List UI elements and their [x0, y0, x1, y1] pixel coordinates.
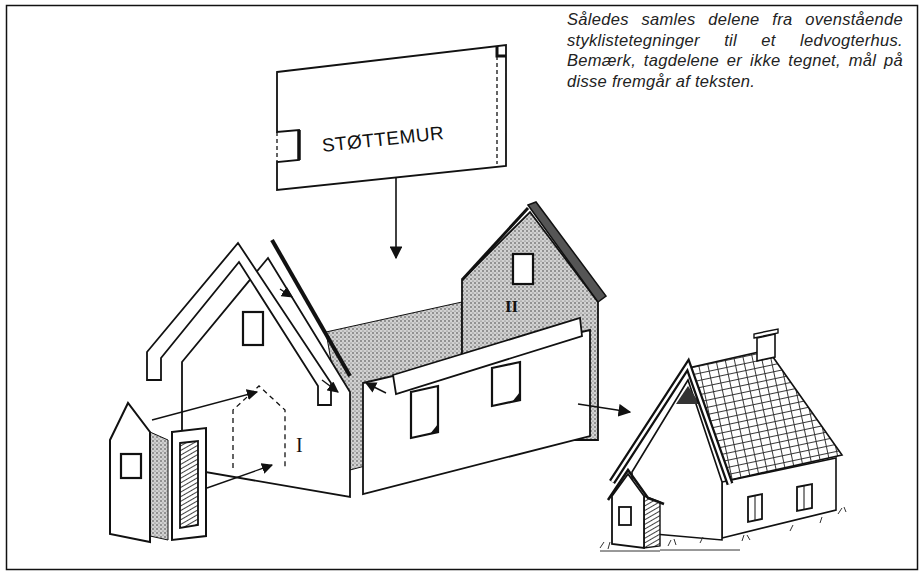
porch-gable [110, 403, 150, 542]
assembly-arrow [366, 383, 386, 393]
chimney [757, 334, 775, 361]
window-shadow [430, 424, 438, 434]
assembly-arrow [207, 465, 272, 488]
window [797, 484, 812, 511]
assembly-arrow [395, 178, 397, 258]
gable-wall [632, 380, 722, 540]
door-outline [233, 386, 285, 470]
panel-notch [297, 130, 301, 160]
window [748, 494, 762, 522]
chimney-cap [754, 329, 778, 338]
panel-notch [276, 132, 277, 162]
window [619, 507, 631, 525]
long-wall [722, 458, 836, 538]
panel-notch [496, 56, 497, 164]
gable-vent [676, 386, 700, 404]
window [121, 454, 141, 478]
door [180, 441, 198, 528]
roof [688, 350, 842, 480]
window [411, 386, 438, 438]
door [644, 496, 660, 548]
node-outline [462, 212, 598, 440]
caption: Således samles delene fra ovenstående st… [567, 9, 903, 91]
assembly-arrow [578, 404, 630, 412]
long-wall [363, 330, 590, 494]
node-outline [277, 45, 506, 190]
node-outline-svg [277, 44, 509, 192]
window [492, 362, 520, 406]
barge-board [272, 240, 350, 376]
support-wall-place [326, 302, 462, 470]
panel-label: STØTTEMUR [321, 123, 445, 155]
panel-notch [497, 46, 506, 56]
barge-board [528, 202, 606, 302]
support-wall-panel: STØTTEMUR [277, 44, 509, 192]
porch-roof [608, 470, 664, 504]
porch-side [150, 432, 168, 540]
porch-door-panel [172, 428, 206, 540]
window [243, 312, 263, 345]
frame [7, 6, 918, 570]
barge-board [612, 365, 730, 484]
window [513, 254, 533, 284]
node-outline-svg [458, 202, 602, 444]
eave-beam [393, 318, 582, 394]
barge-board [147, 243, 331, 405]
part-number: II [505, 298, 518, 315]
barge-board [462, 208, 528, 280]
assembly-arrow [152, 392, 257, 420]
window-bar [755, 495, 756, 521]
grass [600, 507, 846, 551]
node-outline [182, 258, 350, 497]
node-outline-svg [180, 255, 352, 499]
assembly-arrow [280, 289, 292, 297]
porch-gable [612, 474, 644, 548]
window-shadow [512, 392, 520, 402]
gable-wall: I [180, 255, 352, 499]
part-number: I [296, 435, 303, 455]
barge-board [612, 365, 730, 484]
window-bar [804, 486, 805, 510]
assembly-arrow [322, 380, 338, 392]
gable-wall: II [458, 202, 602, 444]
